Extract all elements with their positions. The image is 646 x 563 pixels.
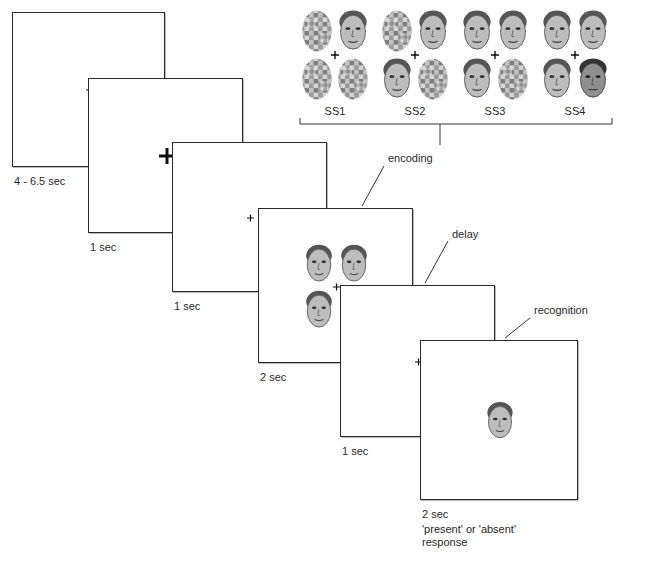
phase-label: delay — [452, 228, 478, 241]
screen-frame — [420, 340, 578, 500]
set-size-label: SS2 — [380, 105, 450, 118]
set-size-label: SS4 — [540, 105, 610, 118]
duration-caption: 1 sec — [342, 445, 422, 458]
bracket — [300, 118, 612, 145]
phase-label: recognition — [534, 304, 588, 317]
set-size-label: SS1 — [300, 105, 370, 118]
screen-panel: 2 sec 'present' or 'absent' response — [420, 340, 578, 549]
phase-label: encoding — [388, 152, 433, 165]
leader-line — [425, 241, 448, 283]
duration-caption: 1 sec — [90, 241, 170, 254]
duration-caption: 1 sec — [174, 300, 254, 313]
response-caption: 'present' or 'absent' response — [422, 523, 540, 549]
leader-line — [505, 318, 530, 338]
leader-line — [362, 166, 384, 206]
duration-caption: 2 sec — [260, 371, 340, 384]
duration-caption: 2 sec — [422, 508, 540, 521]
set-size-examples — [302, 11, 606, 100]
probe-face — [421, 341, 579, 501]
set-size-label: SS3 — [460, 105, 530, 118]
